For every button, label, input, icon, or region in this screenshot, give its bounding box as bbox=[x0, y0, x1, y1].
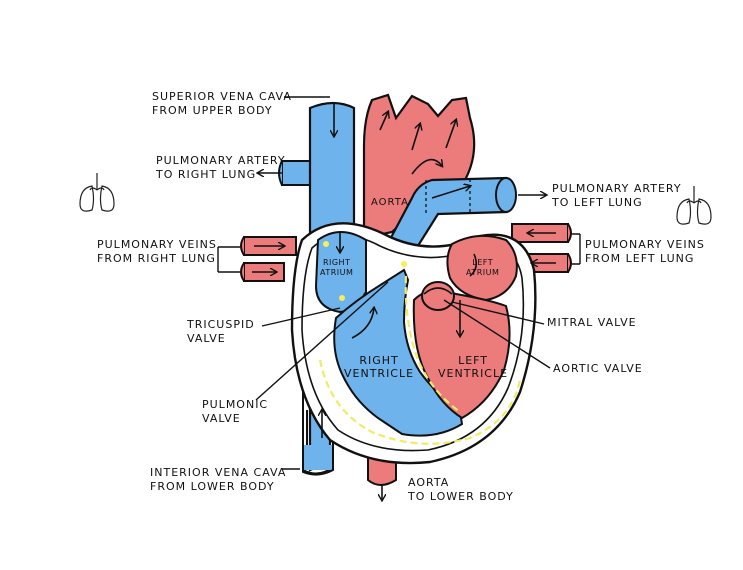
lungs-icon bbox=[80, 173, 114, 211]
pulmonary-artery-right bbox=[282, 161, 312, 185]
aortic-valve-ring bbox=[422, 282, 454, 310]
label-mitral-valve: MITRAL VALVE bbox=[547, 316, 637, 330]
valve-marker bbox=[323, 241, 329, 247]
valve-marker bbox=[401, 261, 407, 267]
label-aortic-valve: AORTIC VALVE bbox=[553, 362, 643, 376]
label-aorta: AORTA bbox=[371, 196, 409, 209]
valve-marker bbox=[339, 295, 345, 301]
lungs-icon bbox=[677, 186, 711, 224]
